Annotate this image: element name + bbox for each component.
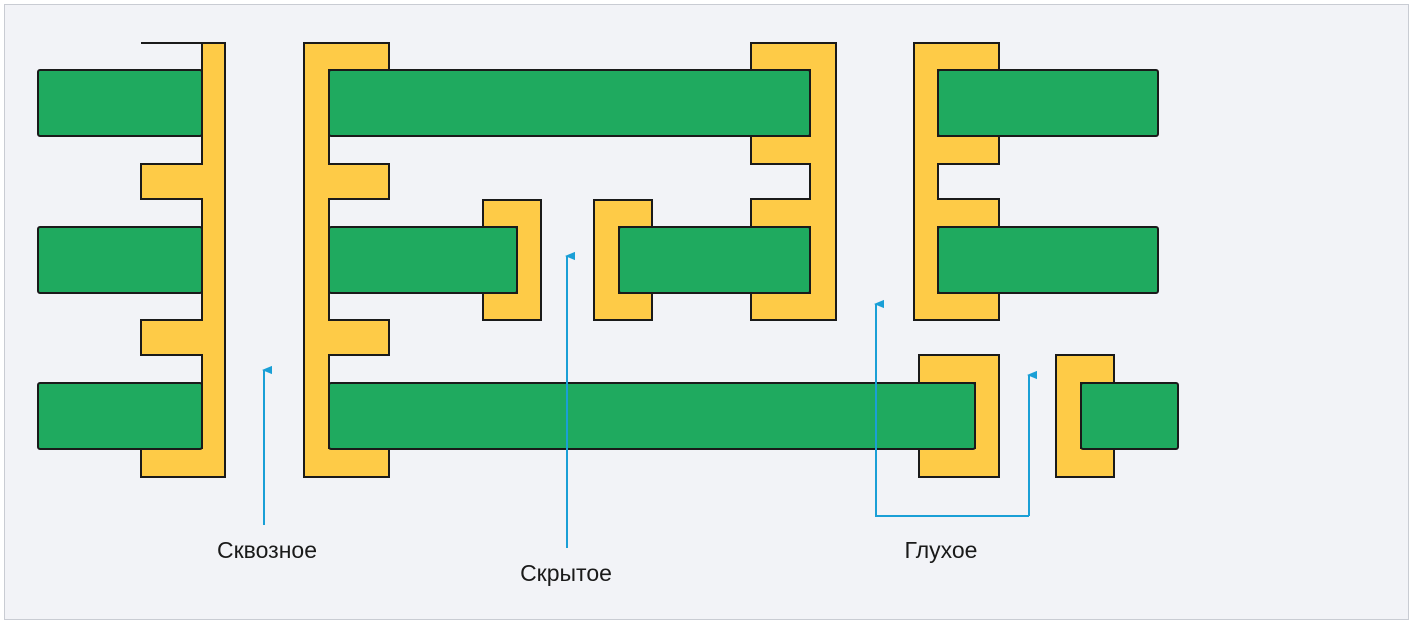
layer-middle-center-right <box>618 226 811 294</box>
copper-layers <box>328 69 1179 450</box>
through-via-1 <box>37 42 226 478</box>
label-blind-via: Глухое <box>905 537 978 563</box>
layer-middle-right <box>937 226 1159 294</box>
through-via-1-plating <box>140 42 226 478</box>
label-through-via: Сквозное <box>217 537 317 563</box>
pointer-arrows <box>264 256 1029 548</box>
layer-middle-left <box>37 226 203 294</box>
layer-bottom-right <box>1080 382 1179 450</box>
layer-bottom-center <box>328 382 976 450</box>
layer-bottom-left <box>37 382 203 450</box>
layer-top-right <box>937 69 1159 137</box>
layer-middle-center-left <box>328 226 518 294</box>
layer-top-left <box>37 69 203 137</box>
layer-top-center <box>328 69 811 137</box>
arrow-blind-left <box>876 304 1029 517</box>
label-buried-via: Скрытое <box>520 560 612 586</box>
